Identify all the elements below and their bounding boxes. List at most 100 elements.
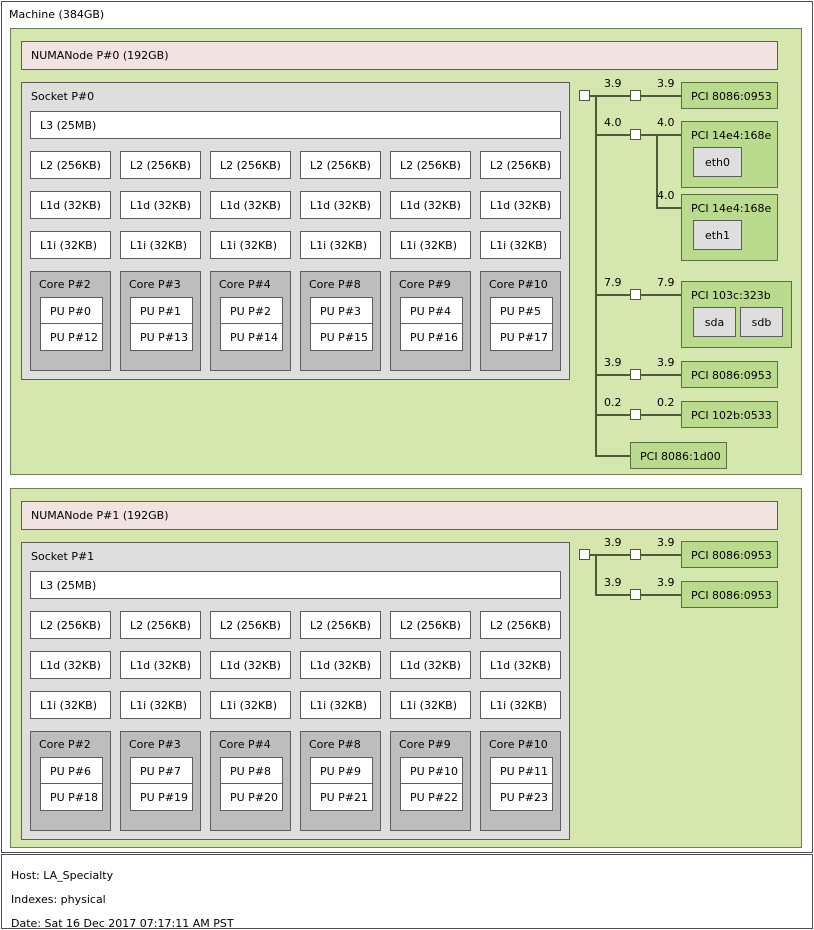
osdev-sda: sda [693, 307, 736, 337]
pu-0-3-0: PU P#3 [310, 297, 373, 325]
pu-0-1-1: PU P#13 [130, 323, 193, 351]
pu-0-4-0: PU P#4 [400, 297, 463, 325]
socket-0-label: Socket P#0 [31, 90, 95, 103]
pci-link-0-2b [641, 134, 681, 136]
l1i-cache-1-3: L1i (32KB) [300, 691, 381, 719]
pci-link-1-1a [595, 554, 631, 556]
pci-bridge-0-1 [630, 90, 641, 101]
core-1-4: Core P#9 PU P#10 PU P#22 [390, 731, 471, 831]
l1d-cache-1-0: L1d (32KB) [30, 651, 111, 679]
pci-link-0-5a [595, 374, 631, 376]
l1d-cache-1-4: L1d (32KB) [390, 651, 471, 679]
l1d-cache-1-2: L1d (32KB) [210, 651, 291, 679]
l1i-cache-0-3: L1i (32KB) [300, 231, 381, 259]
core-1-3: Core P#8 PU P#9 PU P#21 [300, 731, 381, 831]
l2-cache-1-0: L2 (256KB) [30, 611, 111, 639]
l2-cache-0-1: L2 (256KB) [120, 151, 201, 179]
bw-0-4-right: 7.9 [657, 276, 675, 289]
l1d-cache-1-5: L1d (32KB) [480, 651, 561, 679]
pci-device-0-7: PCI 8086:1d00 [630, 442, 727, 469]
pci-device-0-1: PCI 8086:0953 [681, 82, 778, 109]
numanode-1-label: NUMANode P#1 (192GB) [31, 509, 169, 522]
bw-1-1-right: 3.9 [657, 536, 675, 549]
l2-cache-0-2: L2 (256KB) [210, 151, 291, 179]
pu-1-1-1: PU P#19 [130, 783, 193, 811]
pci-trunk-1 [595, 554, 597, 595]
pu-1-0-1: PU P#18 [40, 783, 103, 811]
pci-link-0-1b [641, 95, 681, 97]
bw-0-5-right: 3.9 [657, 356, 675, 369]
l3-cache-1-label: L3 (25MB) [40, 578, 97, 592]
pci-trunk-1-stub [590, 554, 596, 556]
pci-link-0-1a [595, 95, 631, 97]
osdev-eth1: eth1 [693, 220, 742, 250]
pu-0-2-1: PU P#14 [220, 323, 283, 351]
pci-bridge-0-5 [630, 369, 641, 380]
core-0-0: Core P#2 PU P#0 PU P#12 [30, 271, 111, 371]
pu-1-5-1: PU P#23 [490, 783, 553, 811]
l1d-cache-0-2: L1d (32KB) [210, 191, 291, 219]
pci-link-1-1b [641, 554, 681, 556]
pci-link-0-4a [595, 294, 631, 296]
l1d-cache-0-4: L1d (32KB) [390, 191, 471, 219]
pu-1-3-1: PU P#21 [310, 783, 373, 811]
numanode-0-header: NUMANode P#0 (192GB) [21, 41, 778, 70]
pu-1-3-0: PU P#9 [310, 757, 373, 785]
footer-indexes: Indexes: physical [11, 893, 106, 906]
l1i-cache-1-5: L1i (32KB) [480, 691, 561, 719]
pci-link-0-5b [641, 374, 681, 376]
l3-cache-1: L3 (25MB) [30, 571, 561, 599]
bw-1-1-left: 3.9 [604, 536, 622, 549]
bw-1-2-right: 3.9 [657, 576, 675, 589]
l2-cache-0-5: L2 (256KB) [480, 151, 561, 179]
pci-link-0-6b [641, 414, 681, 416]
footer-panel: Host: LA_Specialty Indexes: physical Dat… [1, 854, 813, 930]
machine-label: Machine (384GB) [9, 8, 105, 21]
pci-bridge-0-6 [630, 409, 641, 420]
l3-cache-0: L3 (25MB) [30, 111, 561, 139]
pci-device-0-2: PCI 14e4:168e eth0 [681, 121, 778, 188]
core-0-5: Core P#10 PU P#5 PU P#17 [480, 271, 561, 371]
pci-bridge-0-2 [630, 129, 641, 140]
bw-0-1-right: 3.9 [657, 77, 675, 90]
pu-0-2-0: PU P#2 [220, 297, 283, 325]
pu-0-4-1: PU P#16 [400, 323, 463, 351]
core-1-1: Core P#3 PU P#7 PU P#19 [120, 731, 201, 831]
bw-0-6-right: 0.2 [657, 396, 675, 409]
l1i-cache-1-4: L1i (32KB) [390, 691, 471, 719]
bw-0-1-left: 3.9 [604, 77, 622, 90]
core-0-3: Core P#8 PU P#3 PU P#15 [300, 271, 381, 371]
l1d-cache-0-0: L1d (32KB) [30, 191, 111, 219]
pci-device-0-3: PCI 14e4:168e eth1 [681, 194, 778, 261]
pci-device-0-4: PCI 103c:323b sda sdb [681, 281, 792, 348]
bw-0-3-right: 4.0 [657, 189, 675, 202]
l1i-cache-1-1: L1i (32KB) [120, 691, 201, 719]
footer-host: Host: LA_Specialty [11, 869, 114, 882]
host-bridge-0 [579, 90, 590, 101]
core-1-2: Core P#4 PU P#8 PU P#20 [210, 731, 291, 831]
pci-link-0-4b [641, 294, 681, 296]
pci-bridge-1-1 [630, 549, 641, 560]
pu-1-2-1: PU P#20 [220, 783, 283, 811]
pci-device-0-5: PCI 8086:0953 [681, 361, 778, 388]
pci-link-0-2a [595, 134, 631, 136]
l2-cache-1-4: L2 (256KB) [390, 611, 471, 639]
l2-cache-1-5: L2 (256KB) [480, 611, 561, 639]
osdev-eth0: eth0 [693, 147, 742, 177]
l2-cache-1-3: L2 (256KB) [300, 611, 381, 639]
pci-link-0-3b [656, 207, 681, 209]
pu-0-0-0: PU P#0 [40, 297, 103, 325]
pu-1-5-0: PU P#11 [490, 757, 553, 785]
l2-cache-0-0: L2 (256KB) [30, 151, 111, 179]
l1d-cache-1-1: L1d (32KB) [120, 651, 201, 679]
core-0-1: Core P#3 PU P#1 PU P#13 [120, 271, 201, 371]
l1i-cache-0-0: L1i (32KB) [30, 231, 111, 259]
numanode-1-header: NUMANode P#1 (192GB) [21, 501, 778, 530]
l1i-cache-1-2: L1i (32KB) [210, 691, 291, 719]
l1i-cache-1-0: L1i (32KB) [30, 691, 111, 719]
pu-0-0-1: PU P#12 [40, 323, 103, 351]
bw-0-2-left: 4.0 [604, 116, 622, 129]
l1d-cache-1-3: L1d (32KB) [300, 651, 381, 679]
l1i-cache-0-2: L1i (32KB) [210, 231, 291, 259]
pu-1-4-1: PU P#22 [400, 783, 463, 811]
